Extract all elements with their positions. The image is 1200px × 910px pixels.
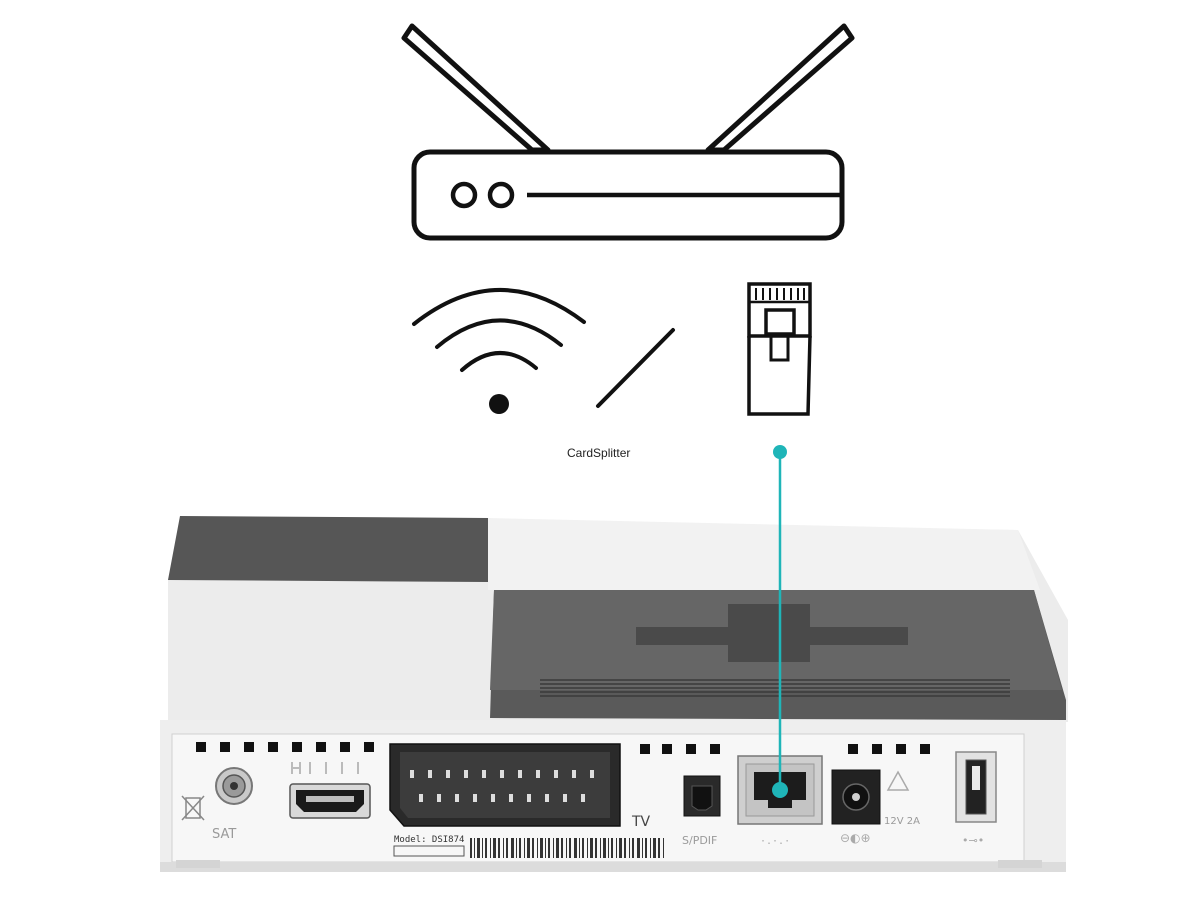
- lid-vents: [540, 679, 1010, 697]
- connection-start-dot: [773, 445, 787, 459]
- set-top-box: SAT: [160, 516, 1068, 872]
- power-label: 12V 2A: [884, 816, 920, 827]
- tv-label: TV: [631, 814, 651, 830]
- diagram-caption: CardSplitter: [567, 446, 631, 460]
- spdif-port: [683, 775, 721, 817]
- box-foot-right: [998, 860, 1042, 868]
- box-top-highlight: [488, 518, 1040, 590]
- vent-squares-left: [196, 742, 374, 752]
- wifi-dot: [489, 394, 509, 414]
- router-led-1: [450, 181, 478, 209]
- slash-separator: [596, 328, 675, 408]
- vent-squares-right: [848, 744, 930, 754]
- wifi-arc-middle: [435, 318, 563, 349]
- vent-squares-middle: [640, 744, 720, 754]
- router-antenna-left: [401, 23, 551, 153]
- wifi-arc-inner: [460, 351, 538, 372]
- connection-line: [772, 445, 788, 798]
- router-led-2: [487, 181, 515, 209]
- scart-port: [389, 743, 621, 827]
- dc-glyph: ⊖◐⊕: [840, 831, 871, 845]
- plug-head: [747, 282, 812, 338]
- plug-latch: [769, 336, 790, 362]
- model-label: Model: DSI874: [394, 835, 464, 845]
- hdmi-port: [289, 783, 371, 819]
- usb-port: [955, 751, 997, 823]
- plug-clip: [764, 308, 796, 336]
- power-port: [831, 769, 881, 825]
- lan-glyph: ·.·.·: [760, 836, 790, 847]
- hdmi-glyph: [291, 762, 359, 774]
- box-front-shadow: [160, 862, 1066, 872]
- wifi-arc-outer: [412, 288, 586, 326]
- warning-icon: [886, 770, 910, 791]
- sat-label: SAT: [212, 827, 236, 842]
- connection-end-dot: [772, 782, 788, 798]
- box-top-dark-panel: [168, 516, 488, 582]
- router-icon: [401, 23, 855, 241]
- router-antenna-right: [705, 23, 855, 153]
- lid-cross-vertical: [728, 604, 810, 662]
- no-antenna-symbol: [181, 795, 205, 821]
- ethernet-plug-icon: [747, 282, 812, 416]
- plug-body: [747, 335, 812, 416]
- usb-glyph: •⊸•: [962, 834, 984, 847]
- rf-connector: [215, 767, 253, 805]
- serial-box: [393, 845, 465, 857]
- wifi-icon: [412, 288, 586, 414]
- box-foot-left: [176, 860, 220, 868]
- barcode: [470, 838, 664, 858]
- spdif-label: S/PDIF: [682, 834, 717, 847]
